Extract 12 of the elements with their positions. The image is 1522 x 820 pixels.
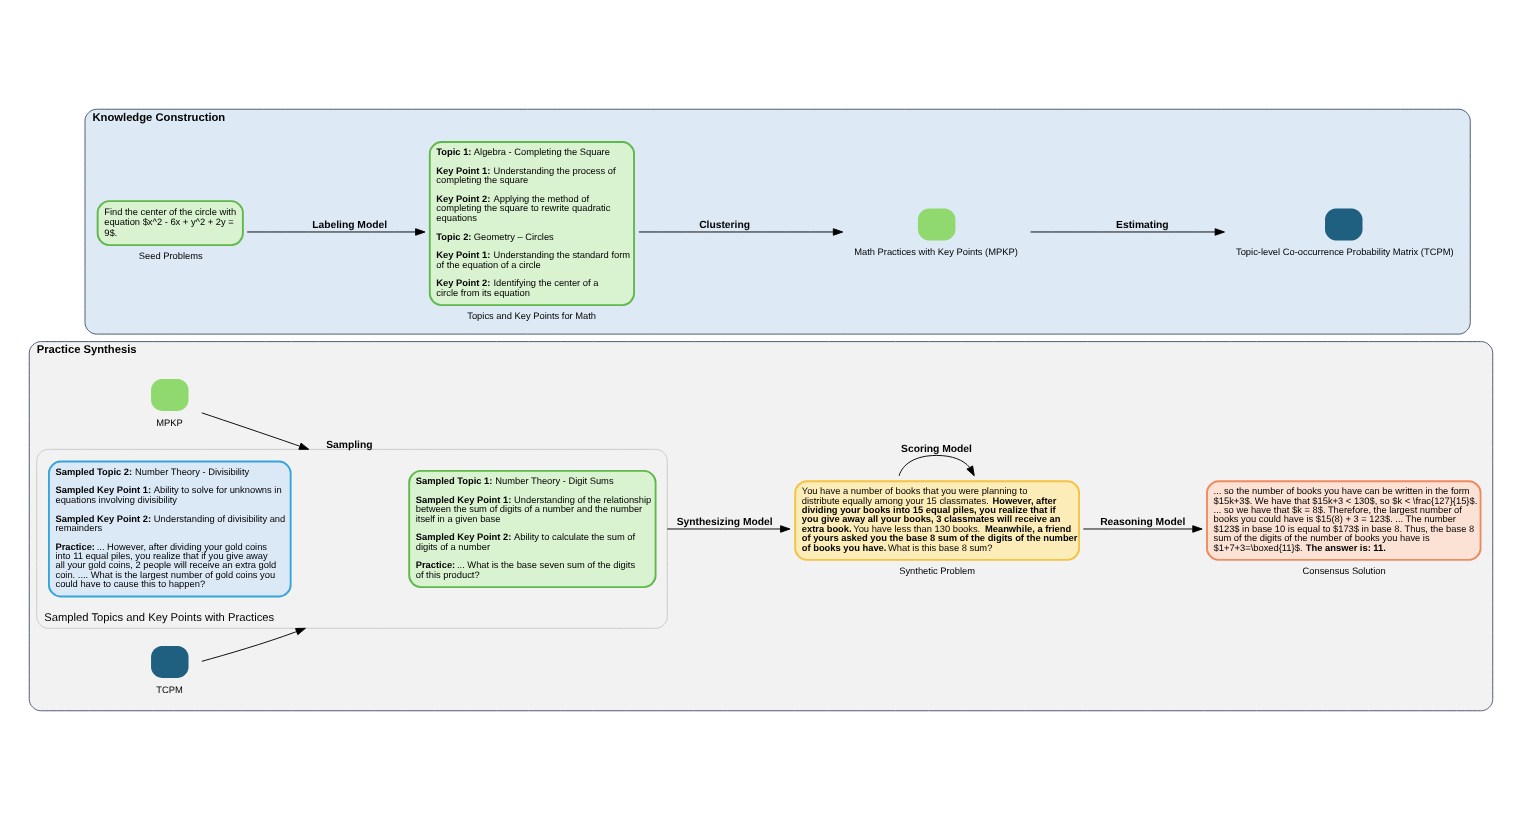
arrow bbox=[666, 525, 791, 533]
node-box bbox=[151, 646, 189, 678]
arrow bbox=[898, 454, 975, 477]
arrow bbox=[246, 228, 426, 236]
node-box bbox=[151, 379, 189, 411]
node-box bbox=[1325, 208, 1363, 241]
arrow bbox=[201, 627, 306, 662]
node-box bbox=[917, 208, 956, 241]
arrow bbox=[1030, 228, 1225, 236]
arrow bbox=[1082, 525, 1203, 533]
arrow bbox=[201, 412, 310, 450]
arrow bbox=[638, 228, 844, 236]
